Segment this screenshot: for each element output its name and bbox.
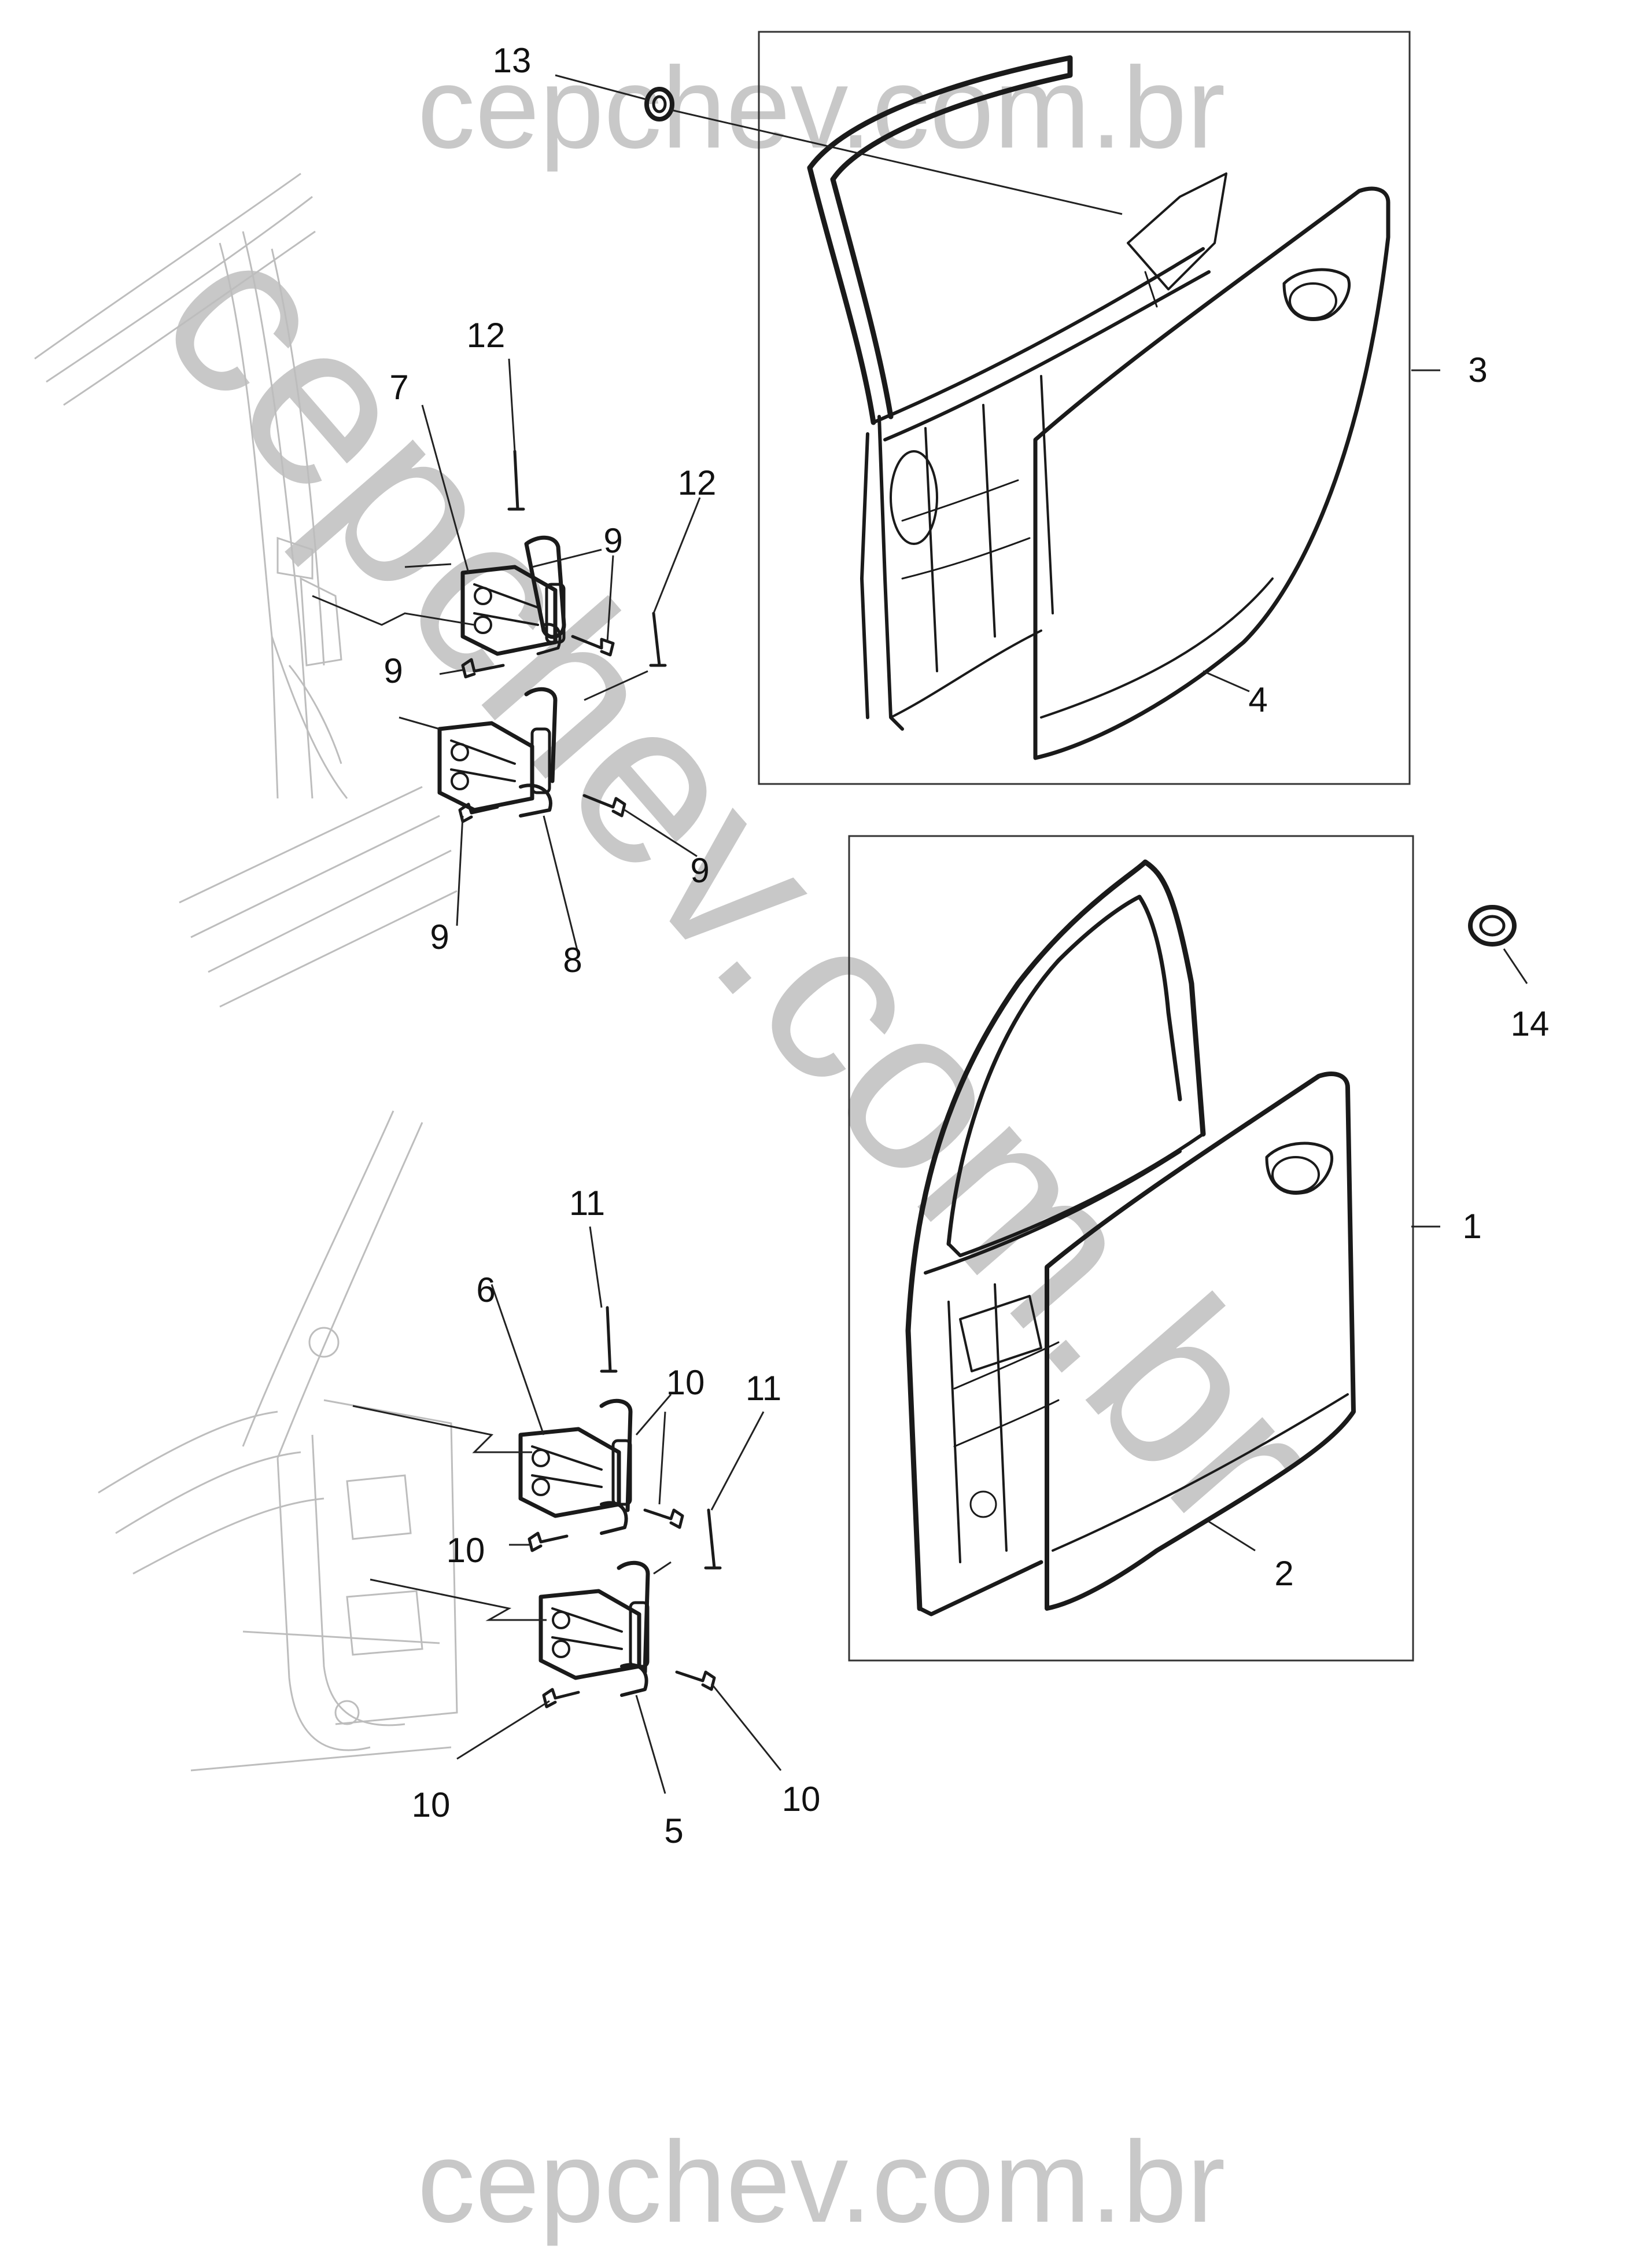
callout-1: 1 <box>1462 1207 1481 1246</box>
body-pillar-rear <box>34 172 458 1008</box>
mounting-lines <box>312 563 672 1621</box>
grommet-14 <box>1468 905 1517 947</box>
front-door-frame <box>905 859 1206 1617</box>
callout-13: 13 <box>493 41 532 80</box>
callout-10-upper-right: 10 <box>666 1363 705 1402</box>
rear-door-outer-panel <box>1033 186 1390 760</box>
callout-3: 3 <box>1468 351 1487 389</box>
rear-lower-hinge-8 <box>437 687 558 818</box>
front-lower-hinge-5 <box>539 1560 650 1697</box>
callout-leaders <box>421 74 1528 1794</box>
callout-11-right: 11 <box>746 1369 781 1408</box>
front-door-assembly-box <box>848 835 1414 1662</box>
callout-12-right: 12 <box>678 463 717 502</box>
watermark-group: cepchev.com.br cepchev.com.br cepchev.co… <box>112 43 1369 2247</box>
callout-5: 5 <box>664 1812 683 1850</box>
watermark-diagonal: cepchev.com.br <box>112 187 1369 1577</box>
callout-9-upper-right: 9 <box>603 521 622 560</box>
body-pillar-front <box>98 1110 458 1772</box>
callout-7: 7 <box>389 368 408 407</box>
callout-6: 6 <box>476 1271 495 1309</box>
callout-14: 14 <box>1511 1004 1550 1043</box>
callout-10-lower-left: 10 <box>412 1785 451 1824</box>
rear-upper-hinge-7 <box>460 535 566 656</box>
rear-door-frame <box>807 55 1227 731</box>
callout-9-lower-right: 9 <box>690 851 709 890</box>
front-door-outer-panel <box>1045 1072 1356 1611</box>
callout-4: 4 <box>1248 680 1267 719</box>
callout-8: 8 <box>563 941 582 980</box>
callout-11-left: 11 <box>569 1184 605 1223</box>
watermark-bottom: cepchev.com.br <box>418 2118 1226 2247</box>
callout-9-upper-left: 9 <box>383 651 403 690</box>
callout-10-lower-right: 10 <box>782 1780 821 1818</box>
callout-2: 2 <box>1274 1554 1293 1593</box>
callout-9-lower-left: 9 <box>430 918 449 956</box>
callout-10-upper-left: 10 <box>447 1531 485 1570</box>
callout-labels: 13 3 4 12 7 12 9 9 9 9 8 14 1 11 6 10 11… <box>383 41 1549 1850</box>
callout-12-left: 12 <box>467 316 506 355</box>
rear-door-assembly-box <box>758 31 1411 785</box>
grommet-13 <box>644 87 674 122</box>
front-upper-hinge-6 <box>518 1398 633 1535</box>
